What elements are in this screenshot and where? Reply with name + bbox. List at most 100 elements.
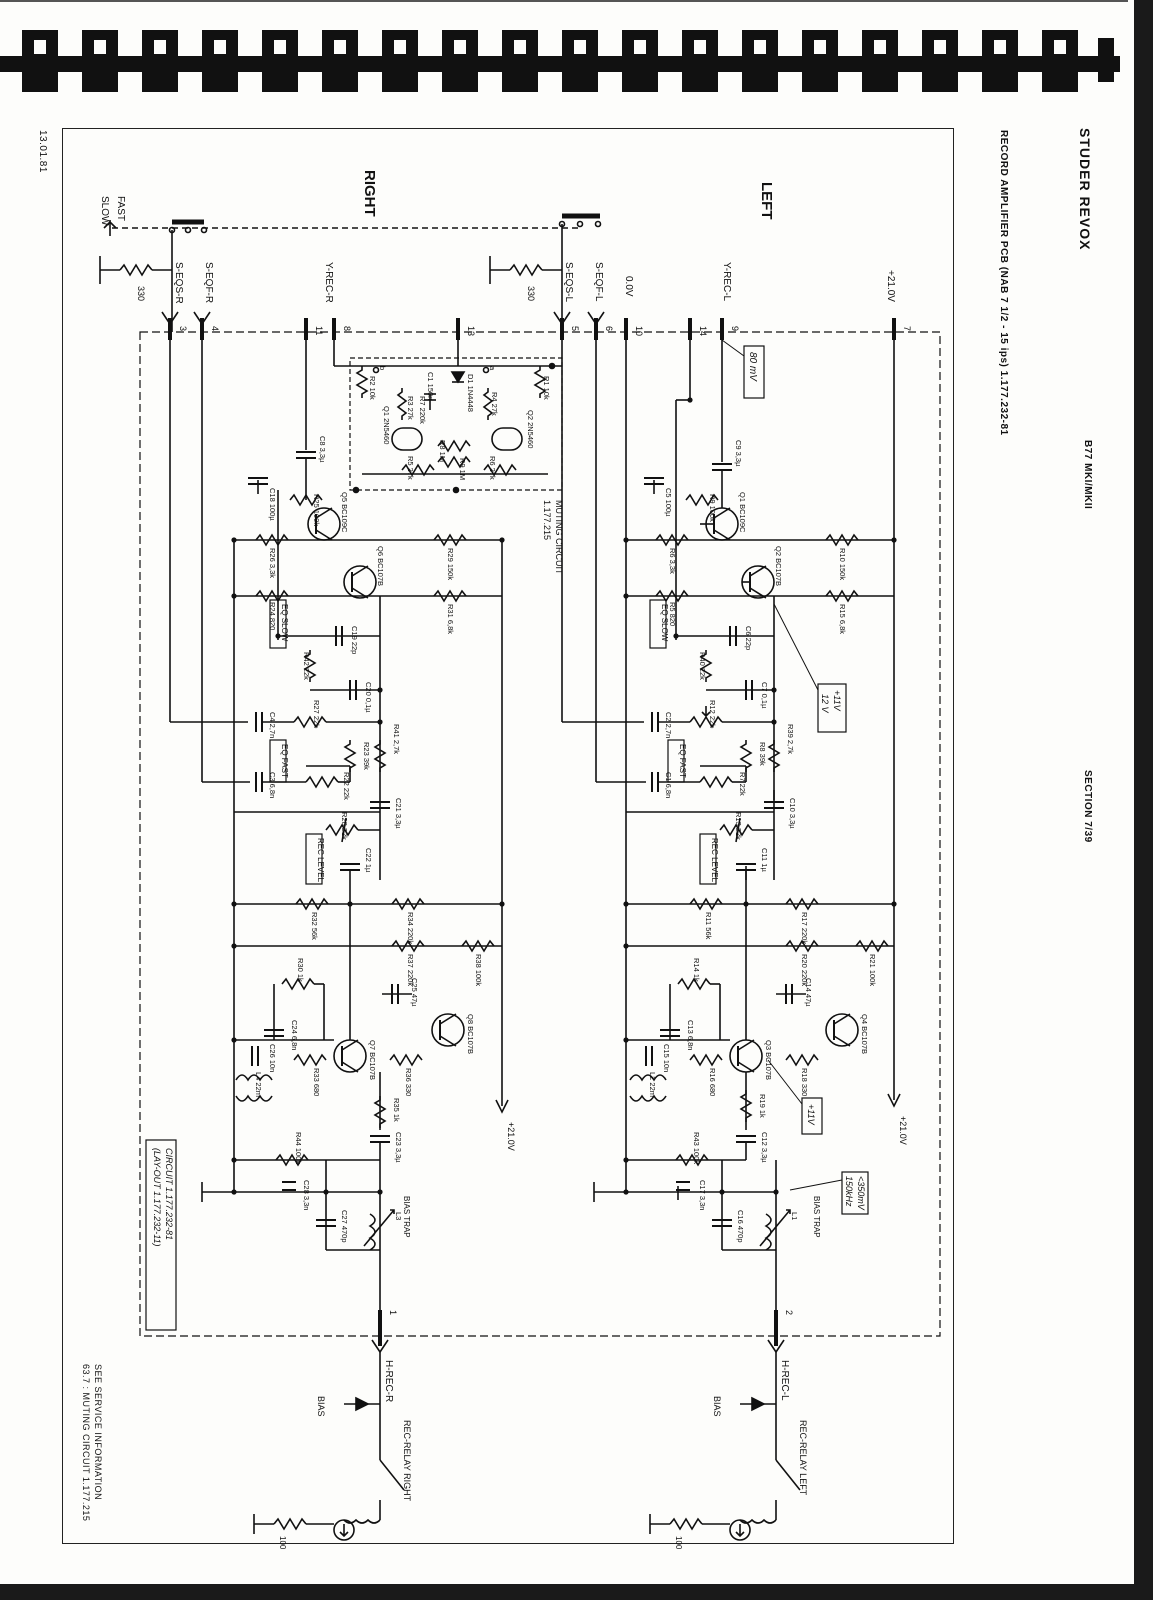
r-c18: C18 100µ	[268, 488, 277, 521]
mute-r8: R8 1M	[438, 440, 447, 462]
l-r17: R17 220k	[800, 912, 809, 944]
annotation-bias-level-1: <350mV	[856, 1176, 866, 1211]
r-c3: C3 6,8n	[268, 772, 277, 798]
pin-9: 9	[730, 326, 740, 331]
l-r9: R9 100k	[708, 494, 717, 522]
pcb-boundary	[139, 331, 941, 1337]
pin-4: 4	[210, 326, 220, 331]
pin-14: 14	[698, 326, 708, 336]
term-hrecr: H-REC-R	[383, 1360, 394, 1402]
term-seqsl: S-EQS-L	[563, 262, 574, 302]
l-c6: C6 22p	[744, 626, 753, 650]
r100-left: 100	[674, 1536, 683, 1550]
pin-13: 13	[466, 326, 476, 336]
term-yrecr: Y-REC-R	[323, 262, 334, 303]
term-seqfl: S-EQF-L	[593, 262, 604, 302]
r-r32: R32 56k	[310, 912, 319, 940]
term-zero: 0.0V	[623, 276, 634, 297]
r-c27: C27 470p	[340, 1210, 349, 1243]
mute-q2: Q2 2N5460	[526, 410, 535, 448]
mute-r2: R2 10k	[368, 376, 377, 400]
l-r43: R43 100k	[692, 1132, 701, 1164]
label-rec-level-left: REC LEVEL	[710, 838, 719, 883]
bias-trap-right: BIAS TRAP	[402, 1196, 411, 1238]
circuit-id-box: CIRCUIT 1.177.232-81 (LAY-OUT 1.177.232-…	[145, 1139, 177, 1331]
circuit-id-2: (LAY-OUT 1.177.232-11)	[152, 1148, 162, 1247]
muting-circuit	[334, 340, 562, 494]
bias-trap-left: BIAS TRAP	[812, 1196, 821, 1238]
term-hrecl: H-REC-L	[779, 1360, 790, 1401]
r-r41: R41 2,7k	[392, 724, 401, 754]
circuit-id-1: CIRCUIT 1.177.232-81	[164, 1148, 174, 1240]
l-c16: C16 470p	[736, 1210, 745, 1243]
ground-330-right: 330	[99, 230, 173, 332]
footer-bar	[0, 1584, 1153, 1600]
seq-arrows	[161, 311, 605, 326]
function-labels	[269, 599, 717, 885]
r-q6: Q6 BC107B	[376, 546, 385, 586]
mute-r9: R9 1M	[458, 458, 467, 480]
l-q4: Q4 BC107B	[860, 1014, 869, 1054]
l-c2: C2 2,7n	[664, 712, 673, 738]
r-c24: C24 6,8n	[290, 1020, 299, 1050]
pin-11: 11	[314, 326, 324, 335]
r-r23: R23 39k	[362, 742, 371, 770]
r-r33: R33 680	[312, 1068, 321, 1096]
r-r38: R38 100k	[474, 954, 483, 986]
r-r24: R24 820	[268, 602, 277, 630]
l-q2: Q2 BC107B	[774, 546, 783, 586]
pin-3: 3	[178, 326, 188, 331]
test-point-80mv: 80 mV	[721, 339, 765, 399]
left-channel-circuit	[562, 399, 894, 1460]
mute-pin-b: b	[378, 366, 387, 370]
mute-r6: R6 27k	[488, 456, 497, 480]
pin-2: 2	[784, 1310, 794, 1315]
switch-label-slow: SLOW	[99, 196, 110, 226]
voltage-annotations	[767, 603, 869, 1215]
r-r31: R31 6,8k	[446, 604, 455, 634]
term-bias-left: BIAS	[712, 1396, 722, 1417]
r-r42: R42 22k	[302, 652, 311, 680]
muting-label-2: 1.177.215	[542, 500, 552, 540]
top-connectors	[168, 318, 896, 340]
l-r6: R6 3,3k	[668, 548, 677, 574]
label-rec-level-right: REC LEVEL	[316, 838, 325, 883]
r-c23: C23 3,3µ	[394, 1132, 403, 1163]
l-r12: R12 22k	[708, 700, 717, 728]
term-plus21: +21.0V	[885, 270, 896, 302]
right-channel-circuit	[170, 436, 502, 1460]
l-r20: R20 220k	[800, 954, 809, 986]
annotation-80mv: 80 mV	[747, 352, 758, 382]
l-r18: R18 330	[800, 1068, 809, 1096]
r-r36: R36 330	[404, 1068, 413, 1096]
l-r15: R15 6,8k	[838, 604, 847, 634]
pin-5: 5	[570, 326, 580, 331]
speed-switch: FAST SLOW	[99, 196, 602, 236]
l-c13: C13 6,8n	[686, 1020, 695, 1050]
l-c9: C9 3,3µ	[734, 440, 743, 467]
l-c5: C5 100µ	[664, 488, 673, 517]
relay-right: H-REC-R BIAS 100 REC-RELAY RIGHT	[253, 1360, 412, 1550]
annotation-bias-level-2: 150kHz	[844, 1176, 854, 1207]
channel-label-left: LEFT	[758, 182, 775, 220]
r-r28: R28 22k	[340, 812, 349, 840]
l-r11: R11 56k	[704, 912, 713, 940]
r-c20: C20 0,1µ	[364, 682, 373, 713]
term-plus21-left-bottom: +21.0V	[898, 1116, 908, 1145]
pin-7: 7	[902, 326, 912, 331]
mute-r1: R1 10k	[542, 376, 551, 400]
r-c22: C22 1µ	[364, 848, 373, 873]
r-c21: C21 3,3µ	[394, 798, 403, 829]
l-c12: C12 3,3µ	[760, 1132, 769, 1163]
l-c7: C7 0,1µ	[760, 682, 769, 709]
r-c4: C4 2,7n	[268, 712, 277, 738]
l-r14: R14 1k	[692, 958, 701, 982]
r-r30: R30 1k	[296, 958, 305, 982]
pin-10: 10	[634, 326, 644, 336]
l-r10: R10 150k	[838, 548, 847, 580]
mute-r7: R7 220k	[418, 396, 427, 424]
l-r8: R8 39k	[758, 742, 767, 766]
r-r26: R26 3,3k	[268, 548, 277, 578]
label-eq-slow-left: EQ SLOW	[660, 604, 669, 642]
